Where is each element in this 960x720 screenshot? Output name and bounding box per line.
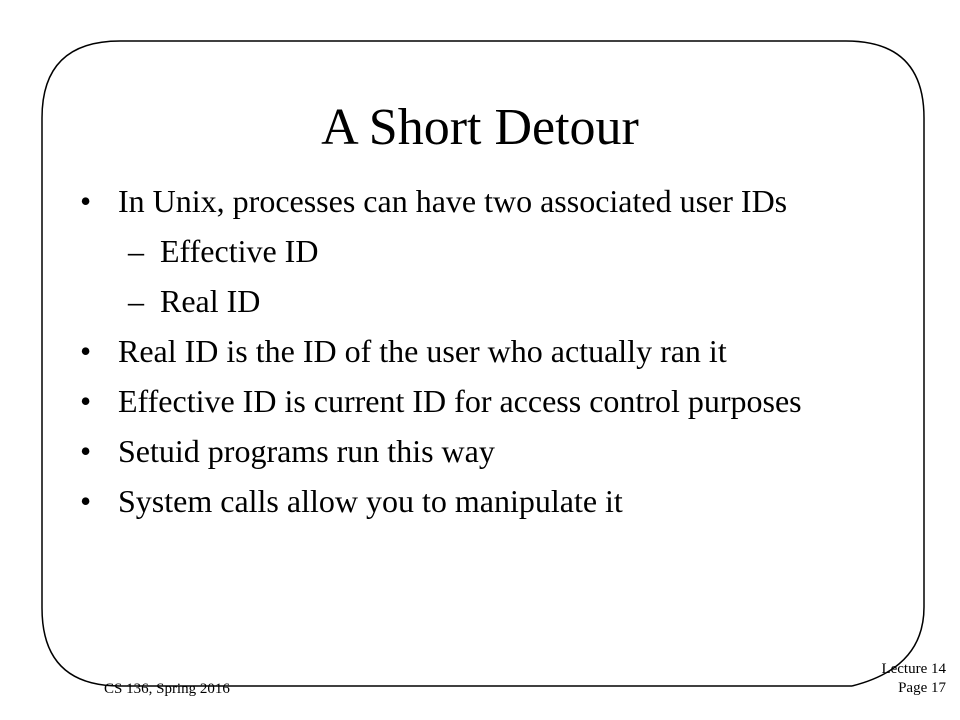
course-footer: CS 136, Spring 2016: [104, 681, 230, 697]
bullet-marker: •: [80, 383, 92, 419]
dash-marker: –: [128, 233, 144, 269]
bullet-marker: •: [80, 483, 92, 519]
slide-title: A Short Detour: [321, 99, 639, 156]
bullet-text: Effective ID is current ID for access co…: [118, 383, 802, 419]
bullet-list: • In Unix, processes can have two associ…: [80, 182, 860, 532]
bullet-marker: •: [80, 183, 92, 219]
bullet-marker: •: [80, 333, 92, 369]
bullet-item: • Setuid programs run this way: [80, 432, 860, 470]
bullet-marker: •: [80, 433, 92, 469]
sub-bullet-text: Effective ID: [160, 233, 319, 269]
bullet-item: • In Unix, processes can have two associ…: [80, 182, 860, 220]
dash-marker: –: [128, 283, 144, 319]
bullet-text: Setuid programs run this way: [118, 433, 495, 469]
lecture-page-footer: Lecture 14 Page 17: [881, 660, 946, 698]
bullet-text: In Unix, processes can have two associat…: [118, 183, 788, 219]
bullet-text: Real ID is the ID of the user who actual…: [118, 333, 727, 369]
bullet-item: • Real ID is the ID of the user who actu…: [80, 332, 860, 370]
bullet-item: • System calls allow you to manipulate i…: [80, 482, 860, 520]
lecture-number: Lecture 14: [881, 661, 946, 677]
sub-bullet-item: – Effective ID: [80, 232, 860, 270]
sub-bullet-text: Real ID: [160, 283, 261, 319]
page-number: Page 17: [898, 680, 946, 696]
bullet-item: • Effective ID is current ID for access …: [80, 382, 860, 420]
sub-bullet-item: – Real ID: [80, 282, 860, 320]
bullet-text: System calls allow you to manipulate it: [118, 483, 623, 519]
